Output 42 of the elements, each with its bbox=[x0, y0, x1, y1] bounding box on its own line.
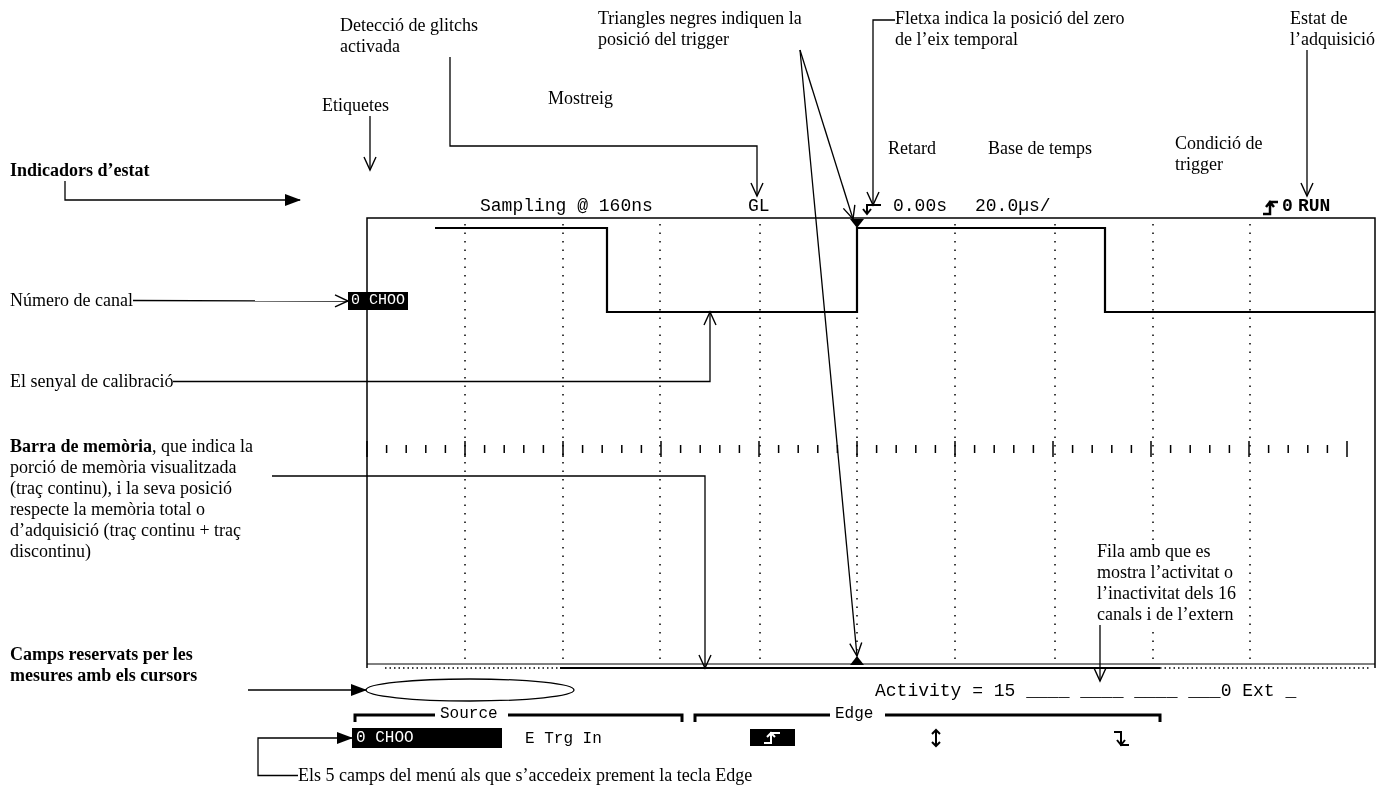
annotation-text: Número de canal bbox=[10, 290, 133, 311]
leader-arrow bbox=[449, 56, 764, 197]
arrow bbox=[64, 180, 301, 206]
status-text: RUN bbox=[1298, 196, 1331, 216]
signal-trace bbox=[435, 226, 1375, 314]
leader-arrow bbox=[866, 19, 896, 206]
annotation-text: Detecció de glitchs activada bbox=[340, 15, 480, 57]
annotation-text: Retard bbox=[888, 138, 936, 159]
leader-arrow bbox=[1300, 49, 1314, 197]
leader-arrow bbox=[271, 475, 712, 669]
menu-heading: Edge bbox=[835, 704, 874, 724]
annotation-text: Mostreig bbox=[548, 88, 613, 109]
leader-arrow bbox=[799, 49, 863, 657]
annotation-text: Triangles negres indiquen la posició del trigger bbox=[598, 8, 813, 50]
leader-arrow bbox=[132, 294, 349, 308]
activity-row: Activity = 15 ____ ____ ____ ___0 Ext _ bbox=[875, 681, 1297, 701]
menu-field: 0 CHOO bbox=[352, 728, 502, 748]
annotation-text: Condició de trigger bbox=[1175, 133, 1264, 175]
annotation-text: Base de temps bbox=[988, 138, 1092, 159]
annotation-text: Estat de l’adquisició bbox=[1290, 8, 1378, 50]
arrow bbox=[363, 115, 377, 171]
heading-text: Indicadors d’estat bbox=[10, 160, 240, 181]
leader-arrow bbox=[1093, 624, 1107, 682]
leader-arrow bbox=[257, 732, 353, 777]
menu-option: E Trg In bbox=[525, 729, 602, 749]
trigger-triangle bbox=[850, 656, 864, 665]
annotation-text: Camps reservats per les mesures amb els cursors bbox=[10, 644, 248, 686]
leader-arrow bbox=[172, 311, 717, 383]
annotation-text: El senyal de calibració bbox=[10, 371, 174, 392]
annotation-text: Barra de memòria, que indica la porció de memòria visualitzada (traç continu), i la seva posició respecte la memòria total o d’adquisició (traç continu + traç discontinu) bbox=[10, 436, 272, 562]
menu-heading: Source bbox=[440, 704, 498, 724]
status-text: 0 bbox=[1282, 196, 1293, 216]
leader-arrow bbox=[247, 684, 367, 696]
caption-text: Els 5 camps del menú als que s’accedeix prement la tecla Edge bbox=[298, 765, 1058, 786]
time-zero-marker bbox=[862, 204, 882, 216]
channel-label: 0 CHOO bbox=[348, 292, 408, 310]
annotation-text: Fletxa indica la posició del zero de l’eix temporal bbox=[895, 8, 1135, 50]
annotation-text: Etiquetes bbox=[322, 95, 407, 116]
status-text: GL bbox=[748, 196, 770, 216]
trigger-triangle bbox=[850, 219, 864, 228]
measurement-field bbox=[365, 678, 575, 702]
status-text: 0.00s bbox=[893, 196, 947, 216]
